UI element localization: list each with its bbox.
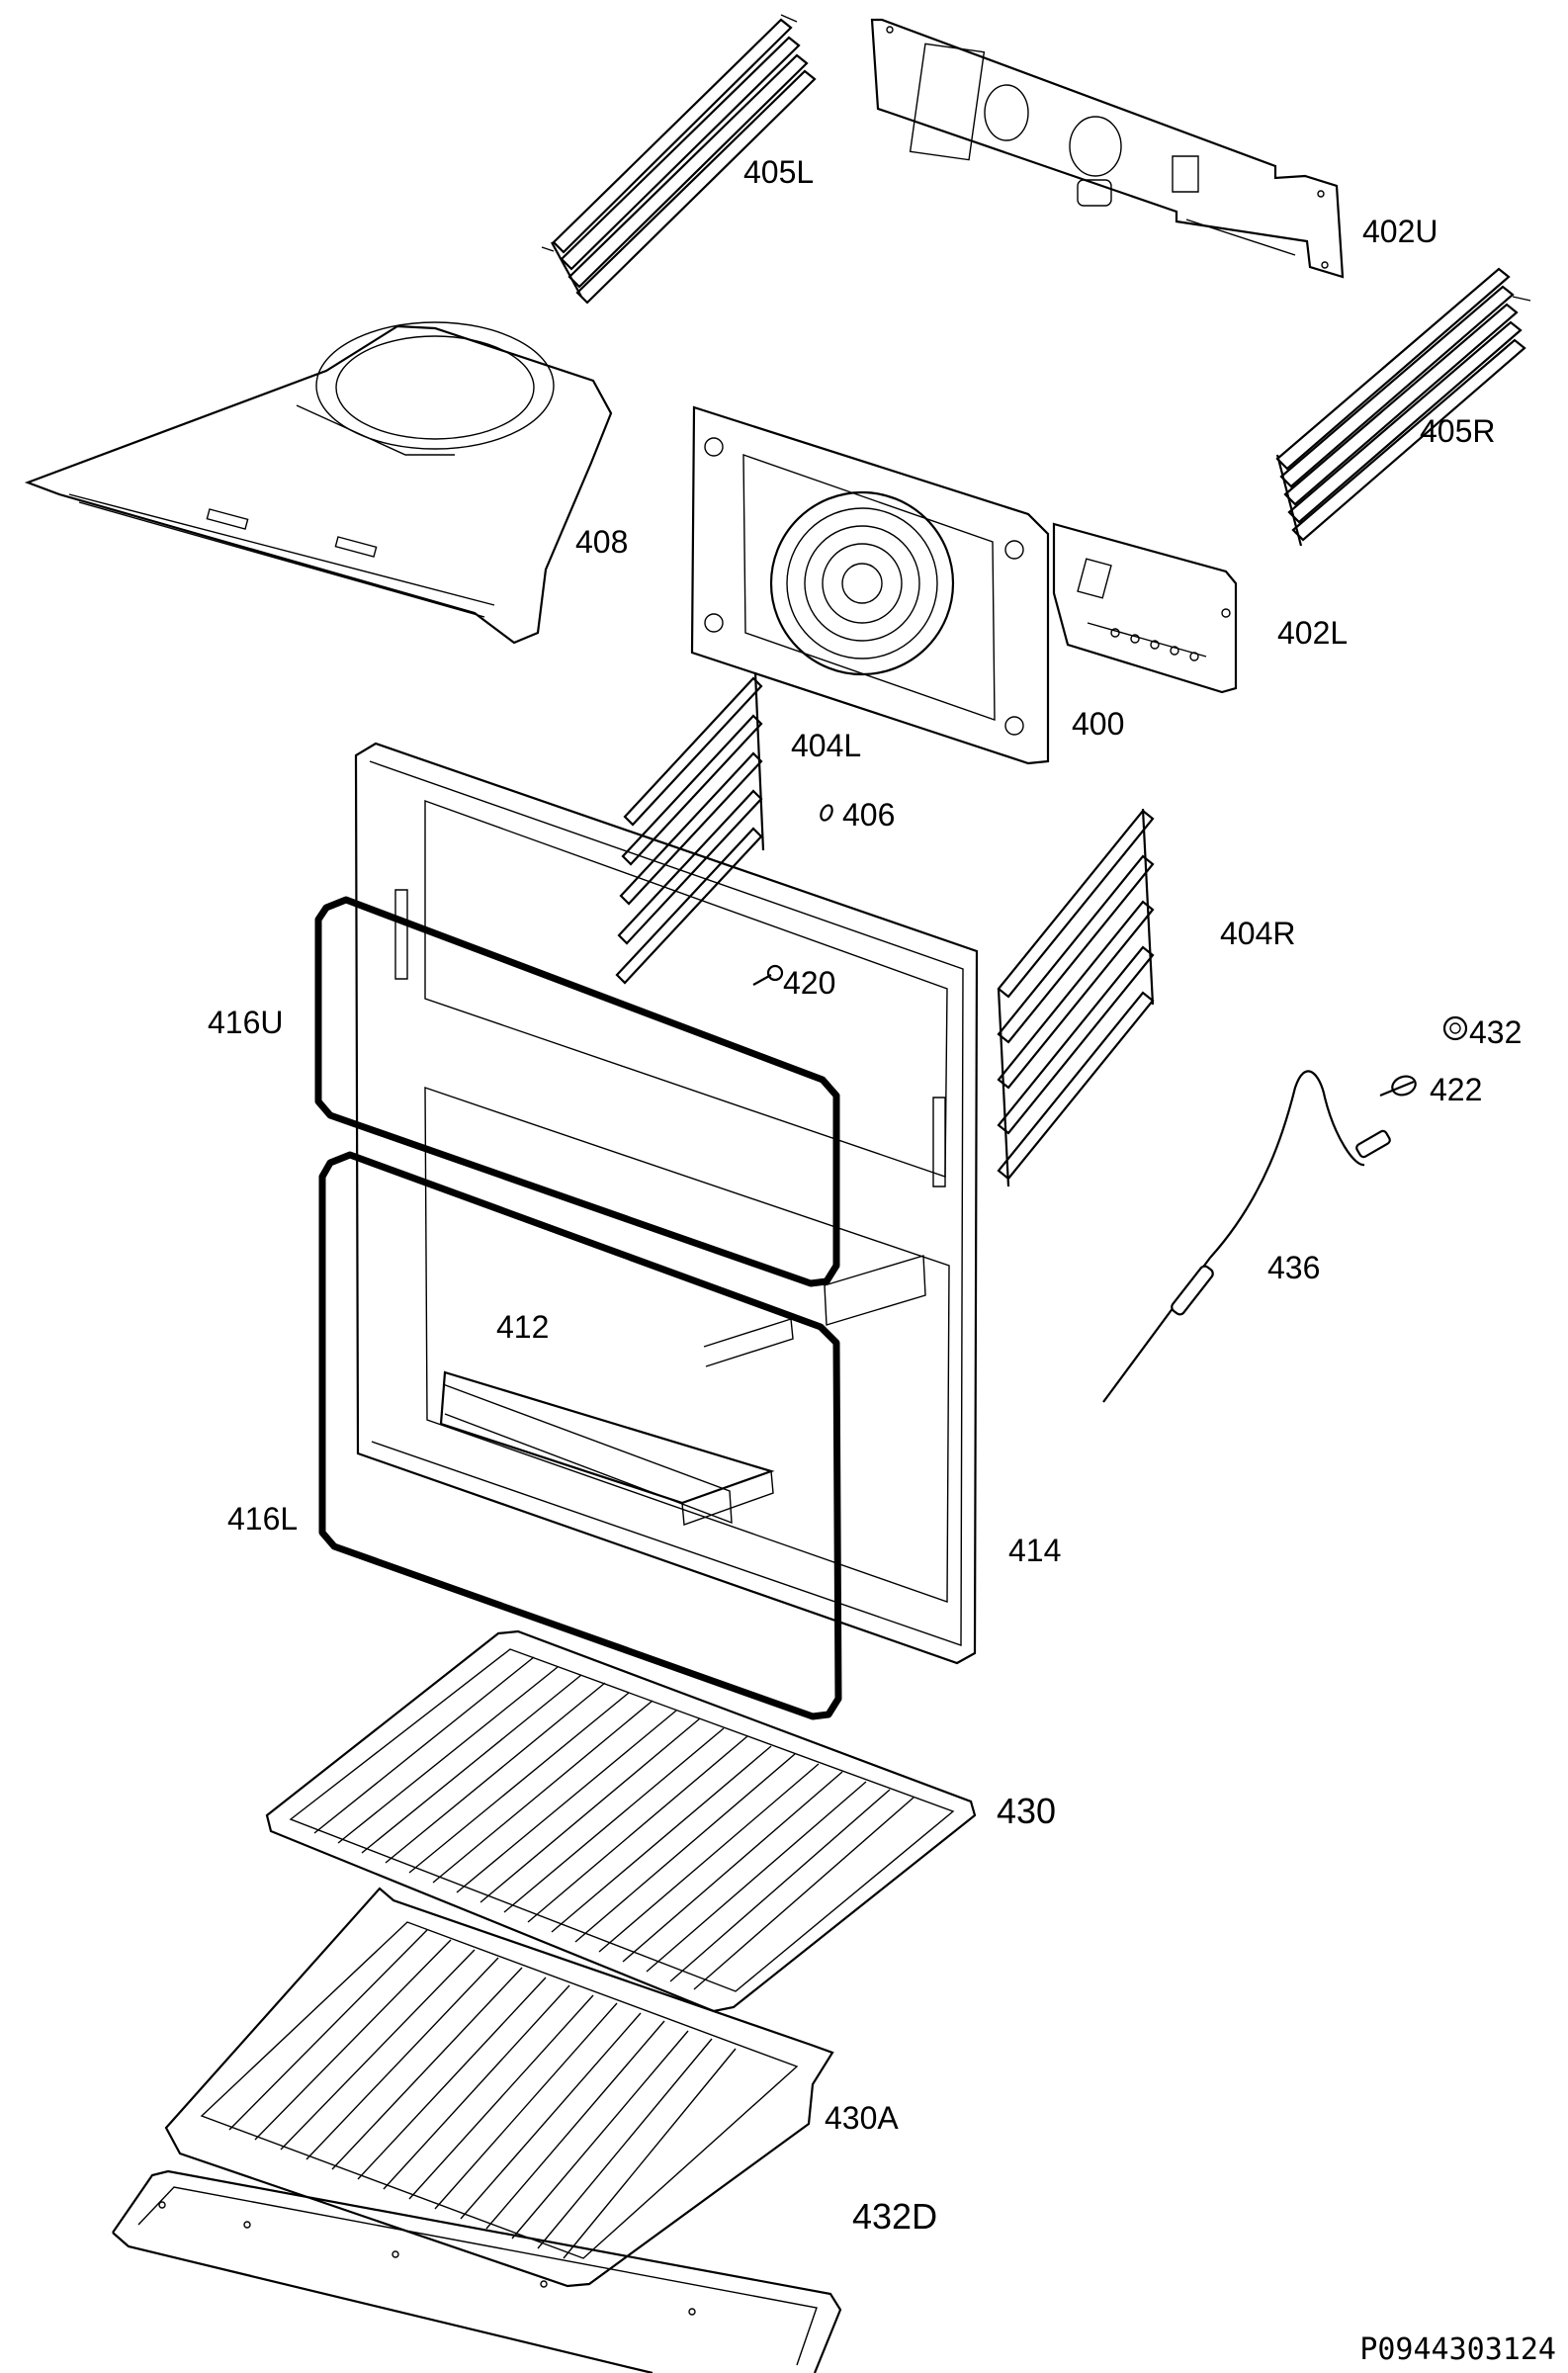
label-414: 414 [1008, 1533, 1062, 1568]
label-402U: 402U [1362, 214, 1438, 249]
label-404R: 404R [1220, 916, 1296, 951]
part-414-front-frame [356, 744, 977, 1663]
part-430-wire-rack [267, 1631, 975, 2011]
label-422: 422 [1430, 1072, 1483, 1107]
part-405R-shelf-rails [1277, 269, 1530, 546]
label-400: 400 [1072, 706, 1125, 742]
part-404R-shelf-supports [999, 809, 1153, 1186]
document-code: P0944303124 [1359, 2332, 1556, 2367]
label-408: 408 [575, 524, 629, 560]
label-405R: 405R [1420, 413, 1496, 449]
part-402U-upper-bracket [872, 20, 1343, 277]
part-400-back-panel-fan [692, 407, 1048, 763]
label-432D: 432D [852, 2196, 938, 2237]
label-416L: 416L [227, 1501, 299, 1537]
part-432D-baking-tray [113, 2171, 840, 2373]
label-432: 432 [1469, 1014, 1523, 1050]
part-432-nut [1444, 1017, 1466, 1039]
label-416U: 416U [208, 1005, 284, 1040]
part-408-fan-cover [28, 322, 611, 643]
label-436: 436 [1267, 1250, 1321, 1285]
label-402L: 402L [1277, 615, 1349, 651]
label-430: 430 [997, 1791, 1057, 1831]
label-406: 406 [842, 797, 896, 833]
label-405L: 405L [743, 154, 815, 190]
part-422-connector [1380, 1073, 1418, 1098]
label-430A: 430A [825, 2100, 899, 2136]
label-412: 412 [496, 1309, 550, 1345]
part-416L-lower-seal [322, 1155, 838, 1716]
part-406-clip [819, 804, 834, 823]
part-436-probe-cable [1103, 1071, 1391, 1402]
part-402L-lower-bracket [1054, 524, 1236, 692]
label-420: 420 [783, 965, 836, 1001]
part-404L-shelf-supports [617, 672, 763, 983]
part-412-inner-tray [441, 1256, 925, 1525]
part-405L-shelf-rails [542, 15, 815, 303]
part-420-screw [753, 966, 782, 985]
label-404L: 404L [791, 728, 862, 763]
part-430A-grill-rack [166, 1889, 832, 2286]
part-416U-upper-seal [318, 900, 836, 1283]
